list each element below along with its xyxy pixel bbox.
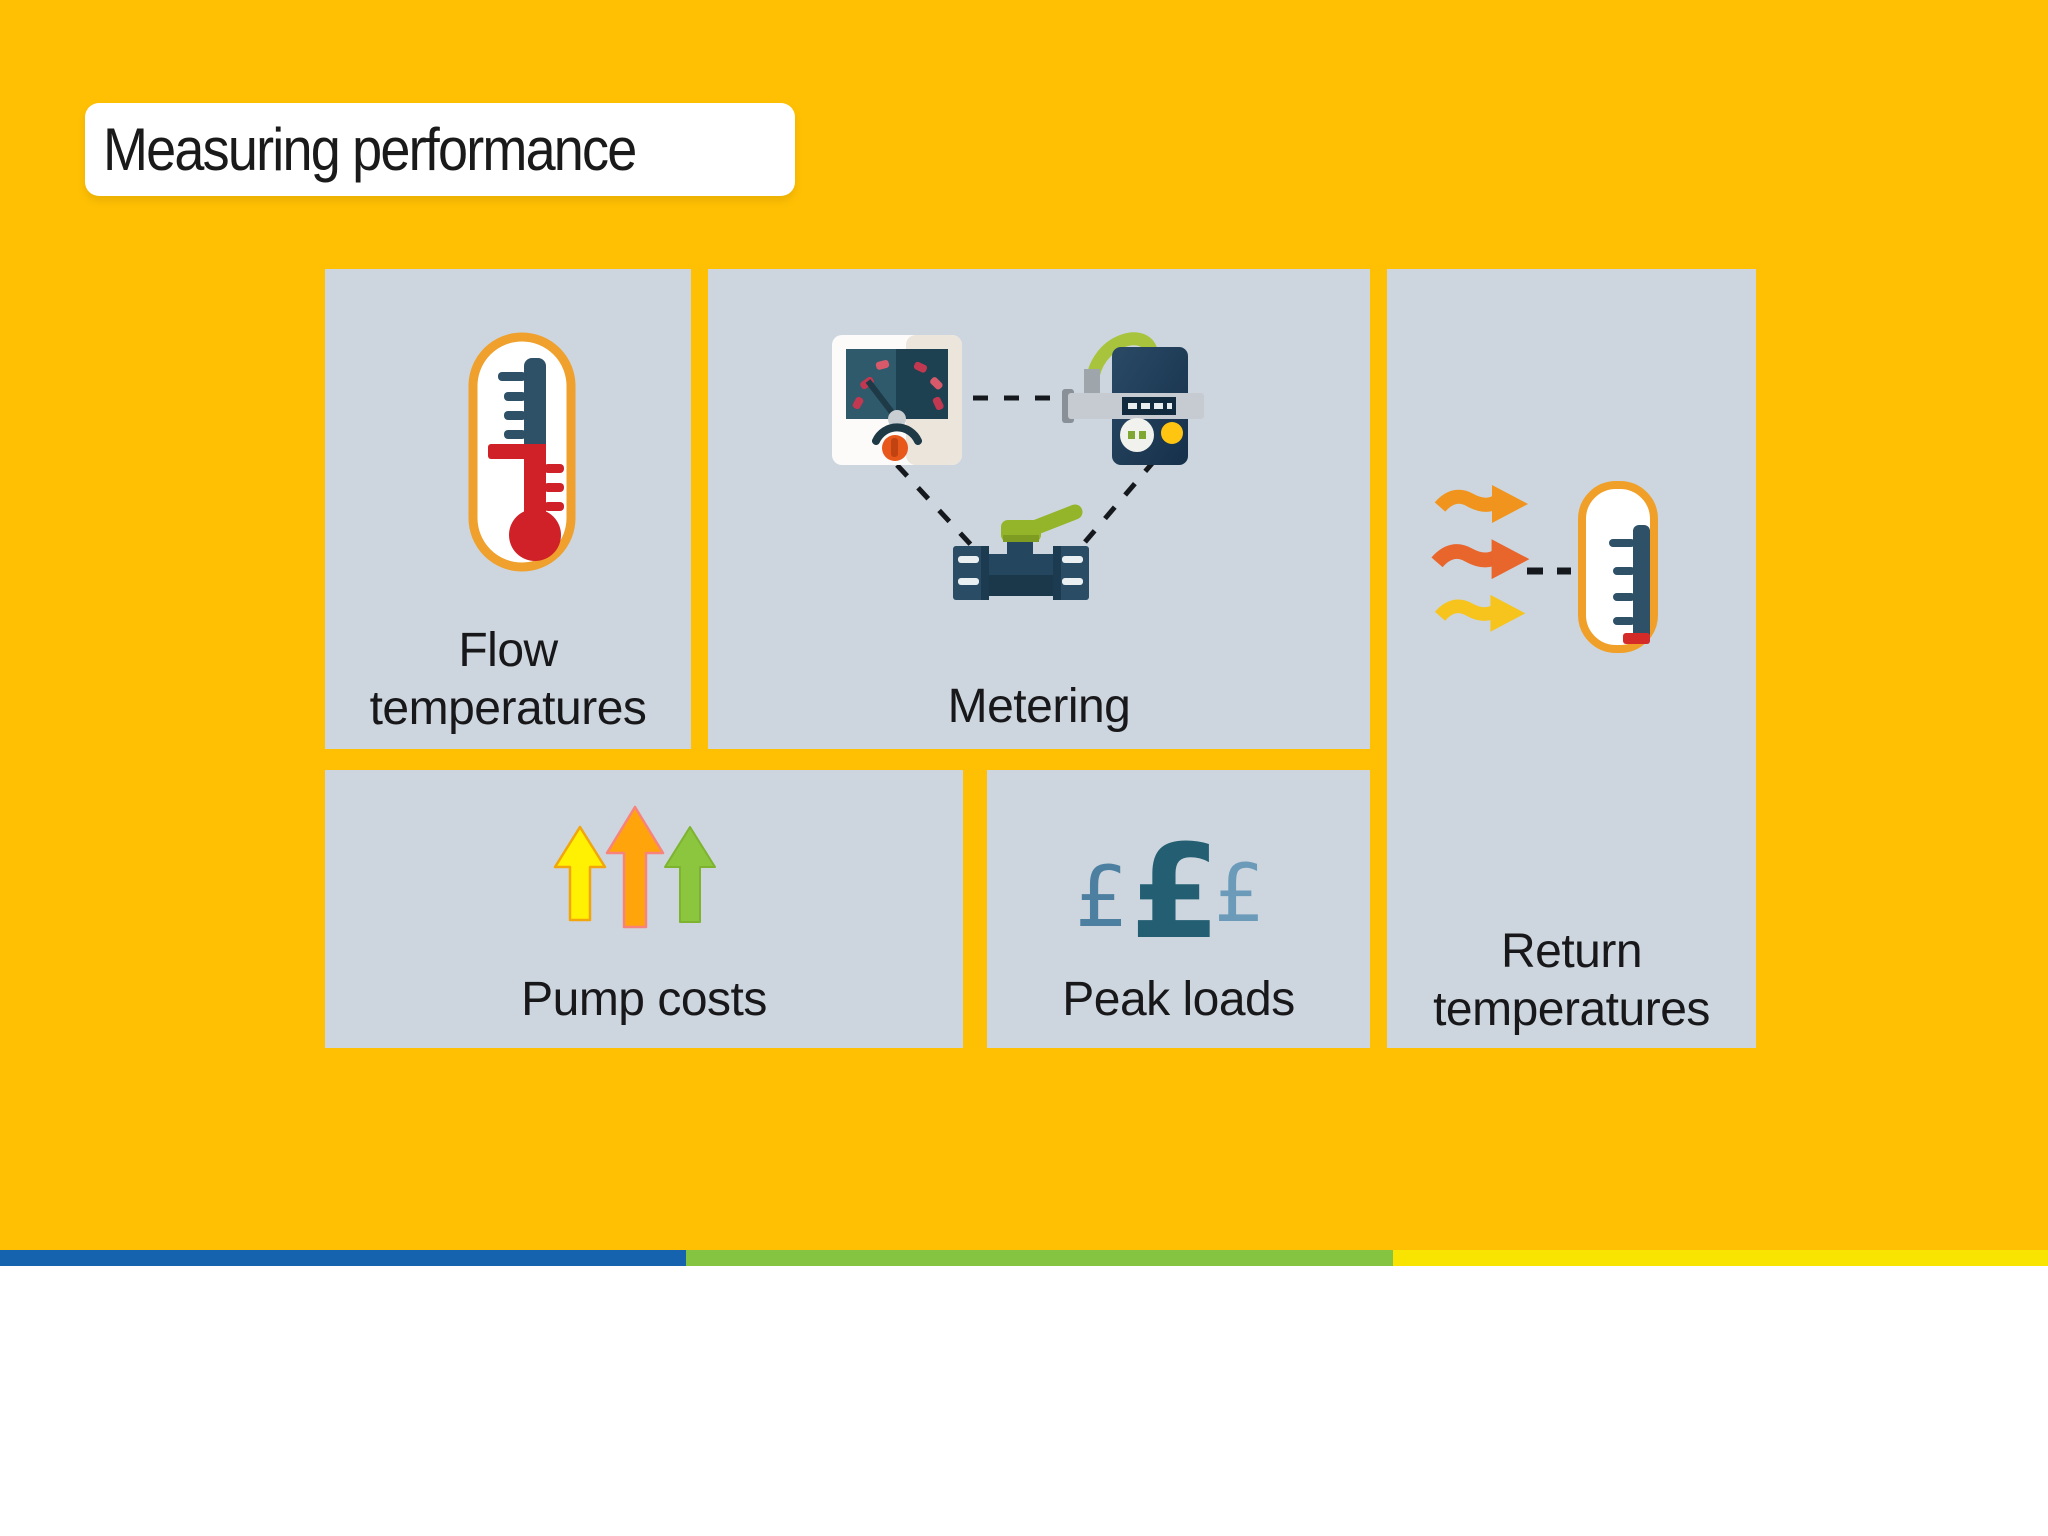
tile-return-temperatures: Return temperatures [1387, 269, 1756, 1048]
analog-meter-icon [832, 335, 962, 465]
footer-bar-yellow-segment [1393, 1250, 2048, 1266]
tile-metering: Metering [708, 269, 1370, 749]
footer-bar-green-segment [686, 1250, 1393, 1266]
metering-dashed-connectors [895, 395, 1157, 562]
heat-arrow-yellow [1434, 594, 1526, 632]
heat-arrow-orange [1434, 485, 1528, 523]
heat-meter-icon [1062, 332, 1204, 465]
tile-label-pump-costs: Pump costs [521, 973, 767, 1027]
title-box: Measuring performance [85, 103, 795, 196]
rising-arrow-green [664, 826, 716, 923]
tile-flow-temperatures: Flow temperatures [325, 269, 691, 749]
flow-thermometer-icon [468, 332, 576, 572]
heat-arrows-thermometer-icon [1431, 481, 1658, 653]
tile-label-metering: Metering [947, 680, 1131, 734]
tile-pump-costs: Pump costs [325, 770, 963, 1048]
pound-icon-small-left: £ [1075, 848, 1129, 946]
footer-white-area [0, 1266, 2048, 1536]
tile-label-peak-loads: Peak loads [1062, 973, 1295, 1027]
footer-bar-blue-segment [0, 1250, 686, 1266]
rising-arrow-orange [605, 805, 665, 929]
valve-icon [953, 504, 1089, 600]
tile-label-flow-temperatures: Flow temperatures [369, 623, 647, 736]
pound-icon-large-center: £ [1130, 816, 1221, 968]
rising-arrow-yellow [553, 825, 607, 922]
pound-icon-small-right: £ [1214, 847, 1265, 940]
tile-peak-loads: £ £ £ Peak loads [987, 770, 1370, 1048]
footer-bar [0, 1250, 2048, 1266]
rising-arrows-icon [553, 805, 716, 929]
heat-arrow-red-orange [1431, 539, 1530, 580]
tile-label-return-temperatures: Return temperatures [1433, 924, 1710, 1037]
page-title: Measuring performance [103, 116, 637, 183]
